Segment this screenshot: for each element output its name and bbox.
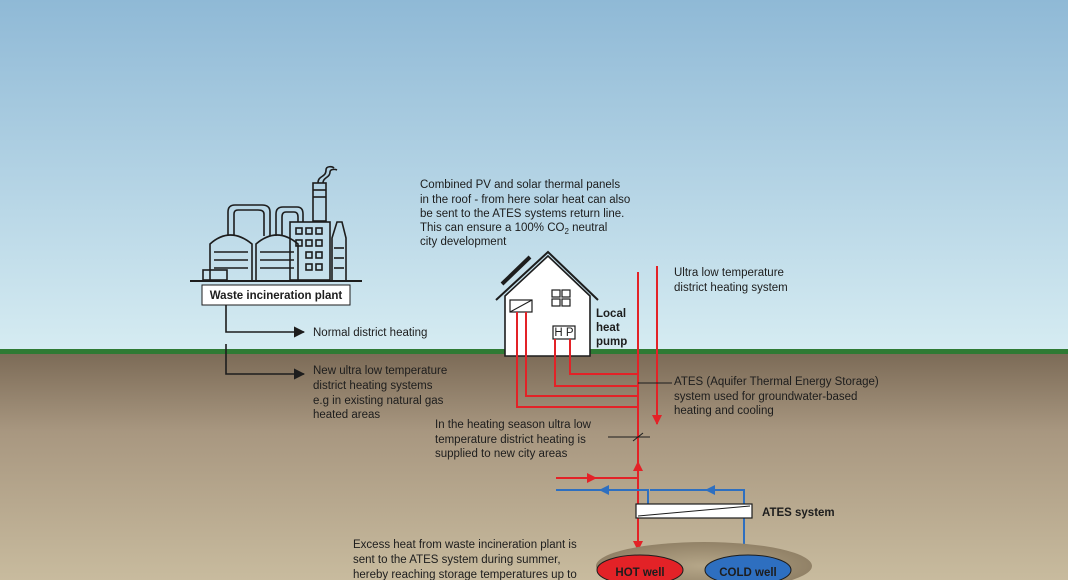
normal-heating-arrow [225, 305, 306, 338]
hot-well-label: HOT well [615, 567, 664, 579]
district-heating-text: Ultra low temperature district heating s… [674, 267, 788, 294]
plant-label: Waste incineration plant [210, 290, 343, 302]
ates-system-label: ATES system [762, 507, 835, 519]
new-heating-arrow [225, 344, 306, 380]
cold-well-label: COLD well [719, 567, 777, 579]
normal-heating-text: Normal district heating [313, 327, 427, 339]
ground-soil [0, 352, 1068, 580]
solar-note: Combined PV and solar thermal panels in … [420, 179, 634, 248]
local-heat-pump-text: Local heat pump [596, 308, 629, 348]
plant-label-box [201, 284, 351, 306]
ates-description: ATES (Aquifer Thermal Energy Storage) sy… [674, 376, 882, 417]
new-heating-text: New ultra low temperature district heati… [313, 365, 450, 421]
hot-well [596, 554, 684, 580]
heat-pump-box [552, 325, 576, 340]
excess-heat-text: Excess heat from waste incineration plan… [353, 539, 580, 580]
factory-icon [190, 165, 362, 282]
supply-pipes [516, 272, 639, 548]
solar-panel [500, 255, 532, 286]
cold-well [704, 554, 792, 580]
heating-season-text: In the heating season ultra low temperat… [435, 419, 594, 460]
heat-pump-label: H P [554, 327, 574, 339]
